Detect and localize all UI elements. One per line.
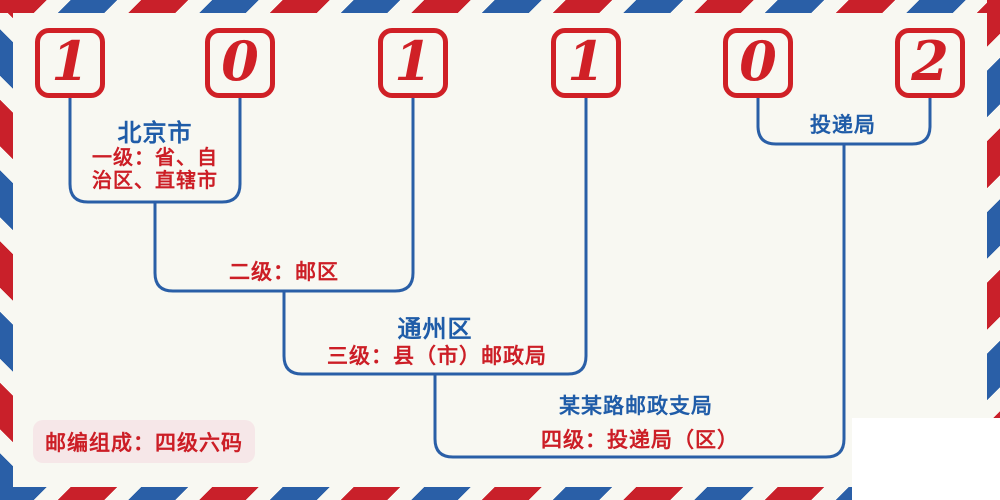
digit-6: 2 [911, 29, 949, 93]
composition-note-box: 邮编组成：四级六码 [33, 420, 255, 463]
level3-description: 三级：县（市）邮政局 [327, 344, 547, 368]
airmail-stripe-border-right [987, 0, 1000, 500]
composition-note-text: 邮编组成：四级六码 [45, 430, 243, 455]
digit-box-6: 2 [895, 28, 965, 98]
delivery-office-label: 投递局 [810, 113, 876, 137]
level4-bracket-line [433, 142, 846, 459]
digit-box-3: 1 [378, 28, 448, 98]
digit-box-5: 0 [723, 28, 793, 98]
level3-district-name: 通州区 [397, 315, 473, 343]
digit-2: 0 [221, 29, 259, 93]
airmail-stripe-border-bottom [0, 487, 1000, 500]
level1-description: 一级：省、自 治区、直辖市 [92, 146, 218, 192]
level4-description: 四级：投递局（区） [541, 428, 739, 452]
airmail-stripe-border-left [0, 0, 13, 500]
digit-box-2: 0 [205, 28, 275, 98]
digit-1: 1 [51, 29, 89, 93]
digit-box-1: 1 [35, 28, 105, 98]
level1-description-line1: 一级：省、自 [92, 145, 218, 169]
delivery-office-bracket-line [756, 95, 932, 146]
digit-box-4: 1 [551, 28, 621, 98]
level1-description-line2: 治区、直辖市 [92, 168, 218, 192]
digit-5: 0 [739, 29, 777, 93]
digit-3: 1 [394, 29, 432, 93]
level1-city-name: 北京市 [117, 119, 193, 147]
digit-4: 1 [567, 29, 605, 93]
airmail-stripe-border-top [0, 0, 1000, 13]
level2-description: 二级：邮区 [229, 260, 339, 284]
corner-blank-patch [852, 418, 1000, 500]
level4-branch-name: 某某路邮政支局 [559, 394, 713, 418]
